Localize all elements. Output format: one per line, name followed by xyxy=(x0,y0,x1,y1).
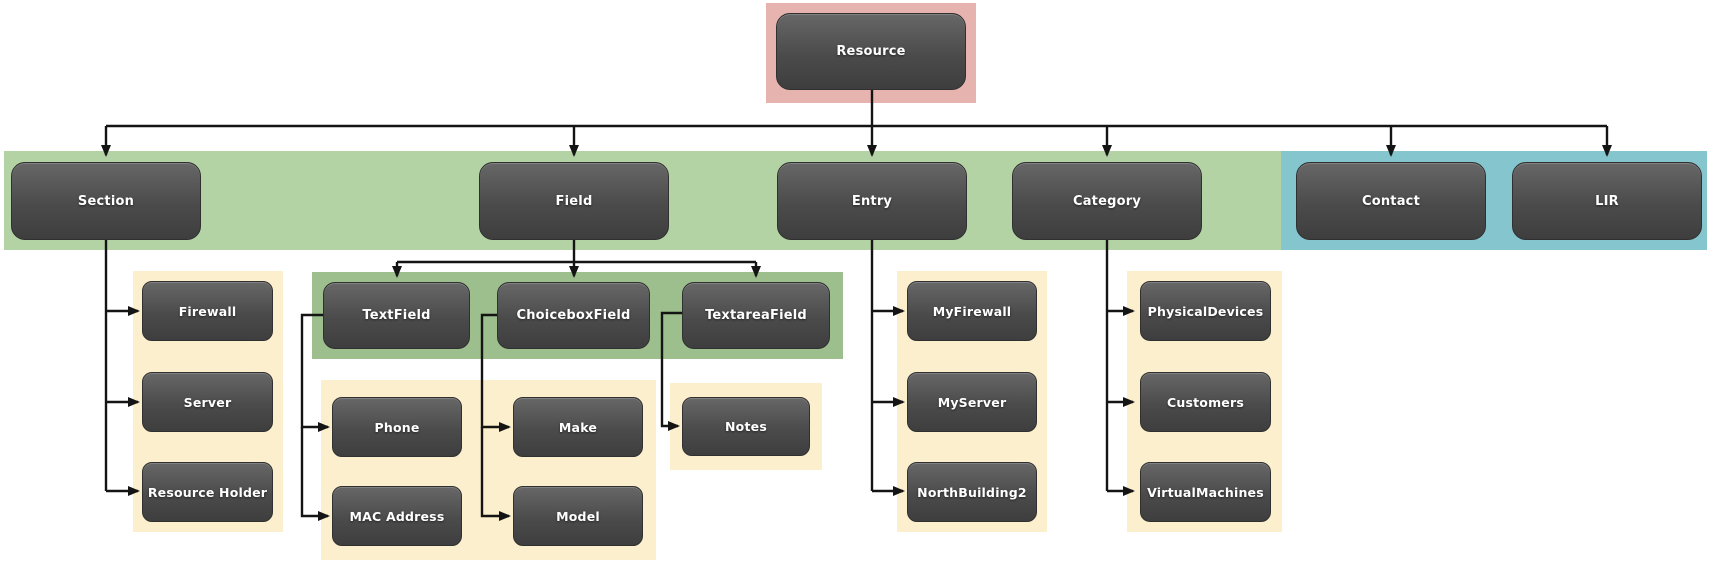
node-lir: LIR xyxy=(1512,162,1702,240)
node-mac-address: MAC Address xyxy=(332,486,462,546)
node-server: Server xyxy=(142,372,273,432)
node-category-label: Category xyxy=(1072,193,1142,209)
node-myfirewall-label: MyFirewall xyxy=(932,303,1012,319)
node-northbuilding2: NorthBuilding2 xyxy=(907,462,1037,522)
node-myfirewall: MyFirewall xyxy=(907,281,1037,341)
node-physicaldevices: PhysicalDevices xyxy=(1140,281,1271,341)
node-notes-label: Notes xyxy=(725,419,767,434)
node-lir-label: LIR xyxy=(1595,193,1619,209)
node-contact-label: Contact xyxy=(1361,193,1421,209)
node-model-label: Model xyxy=(556,508,600,524)
node-firewall-label: Firewall xyxy=(178,303,237,319)
node-myserver: MyServer xyxy=(907,372,1037,432)
node-entry: Entry xyxy=(777,162,967,240)
node-make: Make xyxy=(513,397,643,457)
node-resource-label: Resource xyxy=(836,44,906,59)
node-myserver-label: MyServer xyxy=(937,394,1007,410)
node-notes: Notes xyxy=(682,397,810,456)
node-choiceboxfield-label: ChoiceboxField xyxy=(516,308,631,323)
node-phone-label: Phone xyxy=(374,419,420,435)
node-physicaldevices-label: PhysicalDevices xyxy=(1147,303,1264,319)
node-textfield-label: TextField xyxy=(362,308,431,323)
node-virtualmachines-label: VirtualMachines xyxy=(1147,484,1264,500)
node-field: Field xyxy=(479,162,669,240)
node-mac-address-label: MAC Address xyxy=(349,508,445,524)
node-make-label: Make xyxy=(558,419,598,435)
node-phone: Phone xyxy=(332,397,462,457)
node-section-label: Section xyxy=(77,193,135,209)
node-textfield: TextField xyxy=(323,282,470,349)
node-category: Category xyxy=(1012,162,1202,240)
node-firewall: Firewall xyxy=(142,281,273,341)
node-virtualmachines: VirtualMachines xyxy=(1140,462,1271,522)
node-resource: Resource xyxy=(776,13,966,90)
node-textareafield-label: TextareaField xyxy=(705,308,807,323)
node-entry-label: Entry xyxy=(851,193,893,209)
node-choiceboxfield: ChoiceboxField xyxy=(497,282,650,349)
node-contact: Contact xyxy=(1296,162,1486,240)
node-server-label: Server xyxy=(183,394,232,410)
node-field-label: Field xyxy=(555,193,593,209)
node-northbuilding2-label: NorthBuilding2 xyxy=(917,484,1027,500)
node-customers: Customers xyxy=(1140,372,1271,432)
node-section: Section xyxy=(11,162,201,240)
node-customers-label: Customers xyxy=(1167,394,1244,410)
node-textareafield: TextareaField xyxy=(682,282,830,349)
node-resource-holder-label: Resource Holder xyxy=(147,484,268,500)
node-resource-holder: Resource Holder xyxy=(142,462,273,522)
node-model: Model xyxy=(513,486,643,546)
